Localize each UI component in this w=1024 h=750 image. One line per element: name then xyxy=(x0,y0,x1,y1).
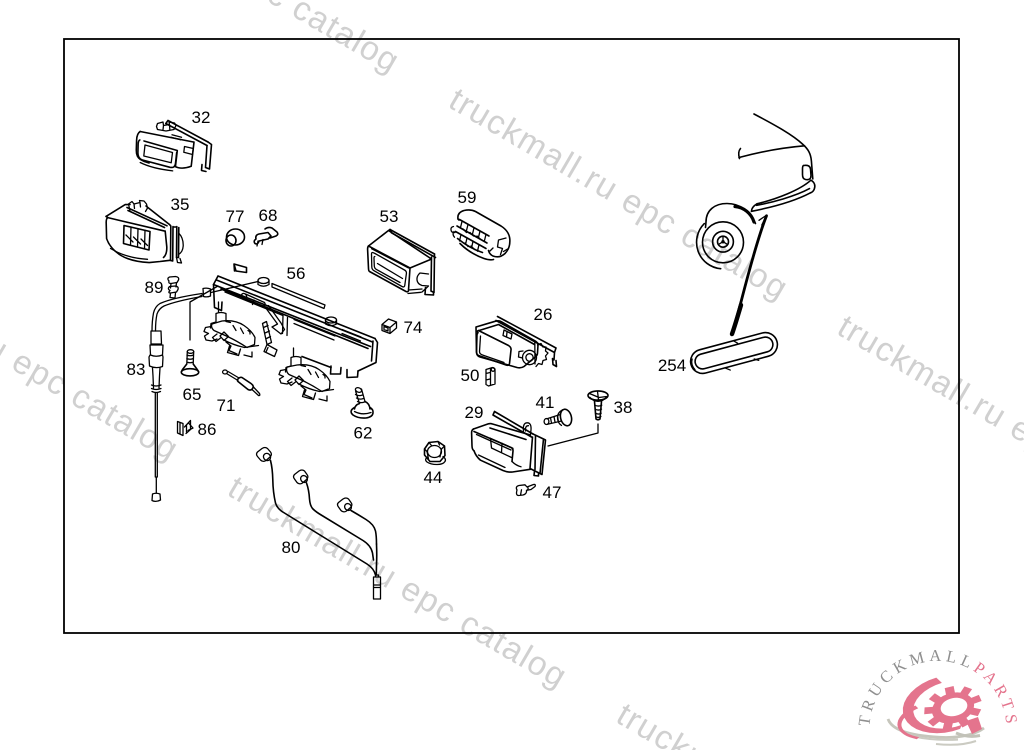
svg-text:71: 71 xyxy=(217,396,236,415)
svg-text:83: 83 xyxy=(127,360,146,379)
svg-text:44: 44 xyxy=(424,468,443,487)
svg-text:35: 35 xyxy=(171,195,190,214)
svg-text:89: 89 xyxy=(145,278,164,297)
svg-text:62: 62 xyxy=(354,424,373,443)
svg-text:77: 77 xyxy=(226,207,245,226)
svg-text:53: 53 xyxy=(380,207,399,226)
svg-text:80: 80 xyxy=(282,538,301,557)
svg-text:65: 65 xyxy=(183,385,202,404)
svg-text:86: 86 xyxy=(198,420,217,439)
svg-text:38: 38 xyxy=(614,398,633,417)
svg-text:50: 50 xyxy=(461,366,480,385)
svg-text:29: 29 xyxy=(465,403,484,422)
svg-text:59: 59 xyxy=(458,188,477,207)
svg-text:32: 32 xyxy=(192,108,211,127)
svg-text:68: 68 xyxy=(259,206,278,225)
svg-text:26: 26 xyxy=(534,305,553,324)
svg-text:254: 254 xyxy=(658,356,686,375)
svg-text:47: 47 xyxy=(543,483,562,502)
svg-text:74: 74 xyxy=(404,318,423,337)
svg-text:56: 56 xyxy=(287,264,306,283)
svg-text:41: 41 xyxy=(536,393,555,412)
